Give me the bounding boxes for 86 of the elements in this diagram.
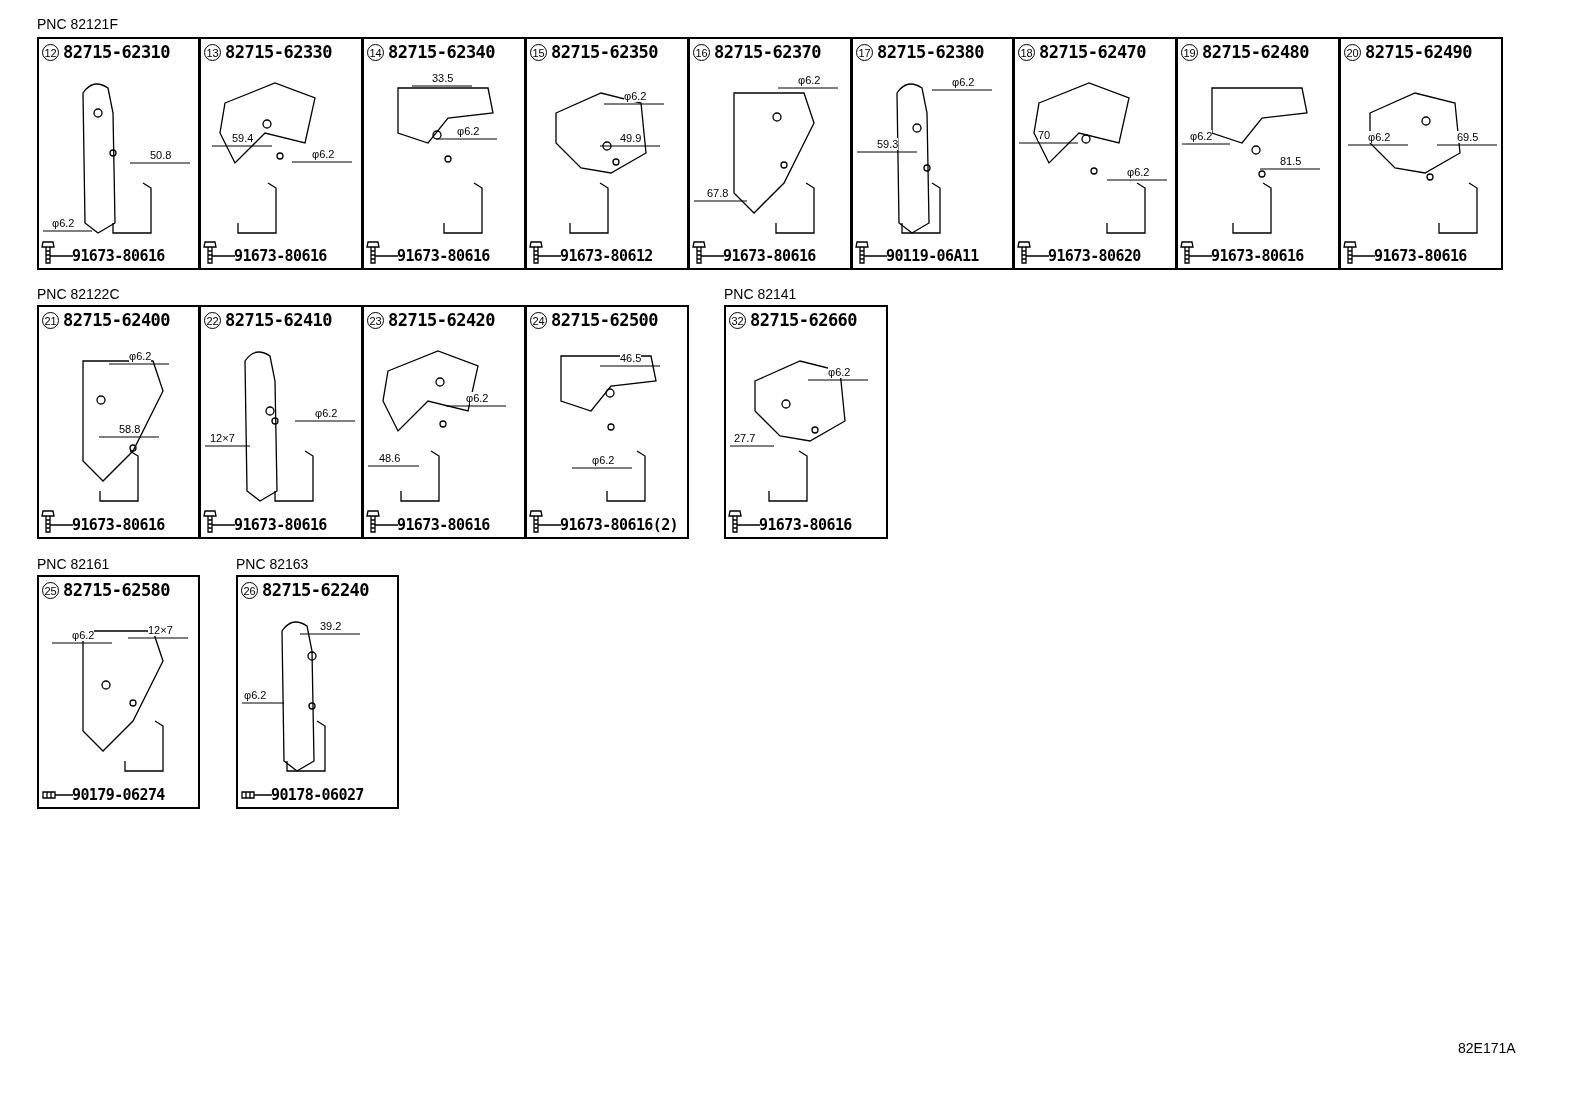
pnc-heading: PNC 82141: [724, 286, 797, 302]
parts-panel: [1013, 37, 1177, 270]
dimension-label: φ6.2: [1190, 130, 1213, 142]
fastener-part-number: 91673-80616: [397, 516, 490, 534]
parts-panel: [37, 575, 200, 809]
dimension-label: φ6.2: [315, 407, 338, 419]
pnc-heading: PNC 82122C: [37, 286, 120, 302]
dimension-label: 48.6: [379, 452, 401, 464]
dimension-label: 39.2: [320, 620, 342, 632]
parts-panel: [199, 305, 363, 539]
part-number: 82715-62340: [388, 42, 496, 62]
dimension-label: 50.8: [150, 149, 172, 161]
fastener-part-number: 91673-80612: [560, 247, 653, 265]
fastener-part-number: 91673-80616: [397, 247, 490, 265]
dimension-label: 67.8: [707, 187, 729, 199]
part-number: 82715-62310: [63, 42, 171, 62]
dimension-label: 70: [1038, 129, 1051, 141]
fastener-part-number: 91673-80616: [1211, 247, 1304, 265]
dimension-label: φ6.2: [952, 76, 975, 88]
fastener-part-number: 91673-80616: [723, 247, 816, 265]
pnc-heading: PNC 82163: [236, 556, 309, 572]
parts-panel: [1176, 37, 1340, 270]
fastener-part-number: 91673-80616: [72, 247, 165, 265]
dimension-label: 27.7: [734, 432, 756, 444]
fastener-part-number: 91673-80620: [1048, 247, 1141, 265]
drawing-code: 82E171A: [1458, 1040, 1516, 1056]
part-number: 82715-62380: [877, 42, 985, 62]
fastener-part-number: 91673-80616: [759, 516, 852, 534]
dimension-label: φ6.2: [52, 217, 75, 229]
fastener-part-number: 91673-80616: [234, 247, 327, 265]
part-number: 82715-62350: [551, 42, 659, 62]
part-number: 82715-62410: [225, 310, 333, 330]
parts-panel: [37, 37, 200, 270]
parts-panel: [236, 575, 399, 809]
dimension-label: φ6.2: [624, 90, 647, 102]
part-number: 82715-62400: [63, 310, 171, 330]
parts-panel: [724, 305, 888, 539]
dimension-label: φ6.2: [828, 366, 851, 378]
dimension-label: 12×7: [148, 624, 173, 636]
dimension-label: φ6.2: [72, 629, 95, 641]
pnc-heading: PNC 82161: [37, 556, 110, 572]
dimension-label: 59.4: [232, 132, 254, 144]
dimension-label: φ6.2: [466, 392, 489, 404]
part-number: 82715-62330: [225, 42, 333, 62]
parts-panel: [851, 37, 1014, 270]
dimension-label: 33.5: [432, 72, 454, 84]
dimension-label: φ6.2: [798, 74, 821, 86]
dimension-label: φ6.2: [244, 689, 267, 701]
part-number: 82715-62660: [750, 310, 858, 330]
fastener-part-number: 90178-06027: [271, 786, 364, 804]
part-number: 82715-62490: [1365, 42, 1473, 62]
parts-panel: [1339, 37, 1503, 270]
dimension-label: 69.5: [1457, 131, 1479, 143]
parts-panel: [525, 37, 689, 270]
part-number: 82715-62240: [262, 580, 370, 600]
dimension-label: 12×7: [210, 432, 235, 444]
fastener-part-number: 90119-06A11: [886, 247, 979, 265]
dimension-label: φ6.2: [1127, 166, 1150, 178]
dimension-label: 46.5: [620, 352, 642, 364]
dimension-label: φ6.2: [129, 350, 152, 362]
parts-panel: [525, 305, 689, 539]
parts-panel: [688, 37, 852, 270]
parts-panel: [362, 37, 526, 270]
dimension-label: φ6.2: [592, 454, 615, 466]
dimension-label: 49.9: [620, 132, 642, 144]
parts-panel: [199, 37, 363, 270]
fastener-part-number: 91673-80616: [1374, 247, 1467, 265]
fastener-part-number: 91673-80616: [234, 516, 327, 534]
part-number: 82715-62500: [551, 310, 659, 330]
fastener-part-number: 91673-80616: [72, 516, 165, 534]
dimension-label: φ6.2: [1368, 131, 1391, 143]
part-number: 82715-62370: [714, 42, 822, 62]
part-number: 82715-62580: [63, 580, 171, 600]
pnc-heading: PNC 82121F: [37, 16, 118, 32]
fastener-part-number: 91673-80616(2): [560, 516, 679, 534]
dimension-label: φ6.2: [457, 125, 480, 137]
dimension-label: 58.8: [119, 423, 141, 435]
dimension-label: 59.3: [877, 138, 899, 150]
part-number: 82715-62420: [388, 310, 496, 330]
parts-panel: [362, 305, 526, 539]
fastener-part-number: 90179-06274: [72, 786, 165, 804]
dimension-label: 81.5: [1280, 155, 1302, 167]
part-number: 82715-62480: [1202, 42, 1310, 62]
parts-panel: [37, 305, 200, 539]
part-number: 82715-62470: [1039, 42, 1147, 62]
dimension-label: φ6.2: [312, 148, 335, 160]
